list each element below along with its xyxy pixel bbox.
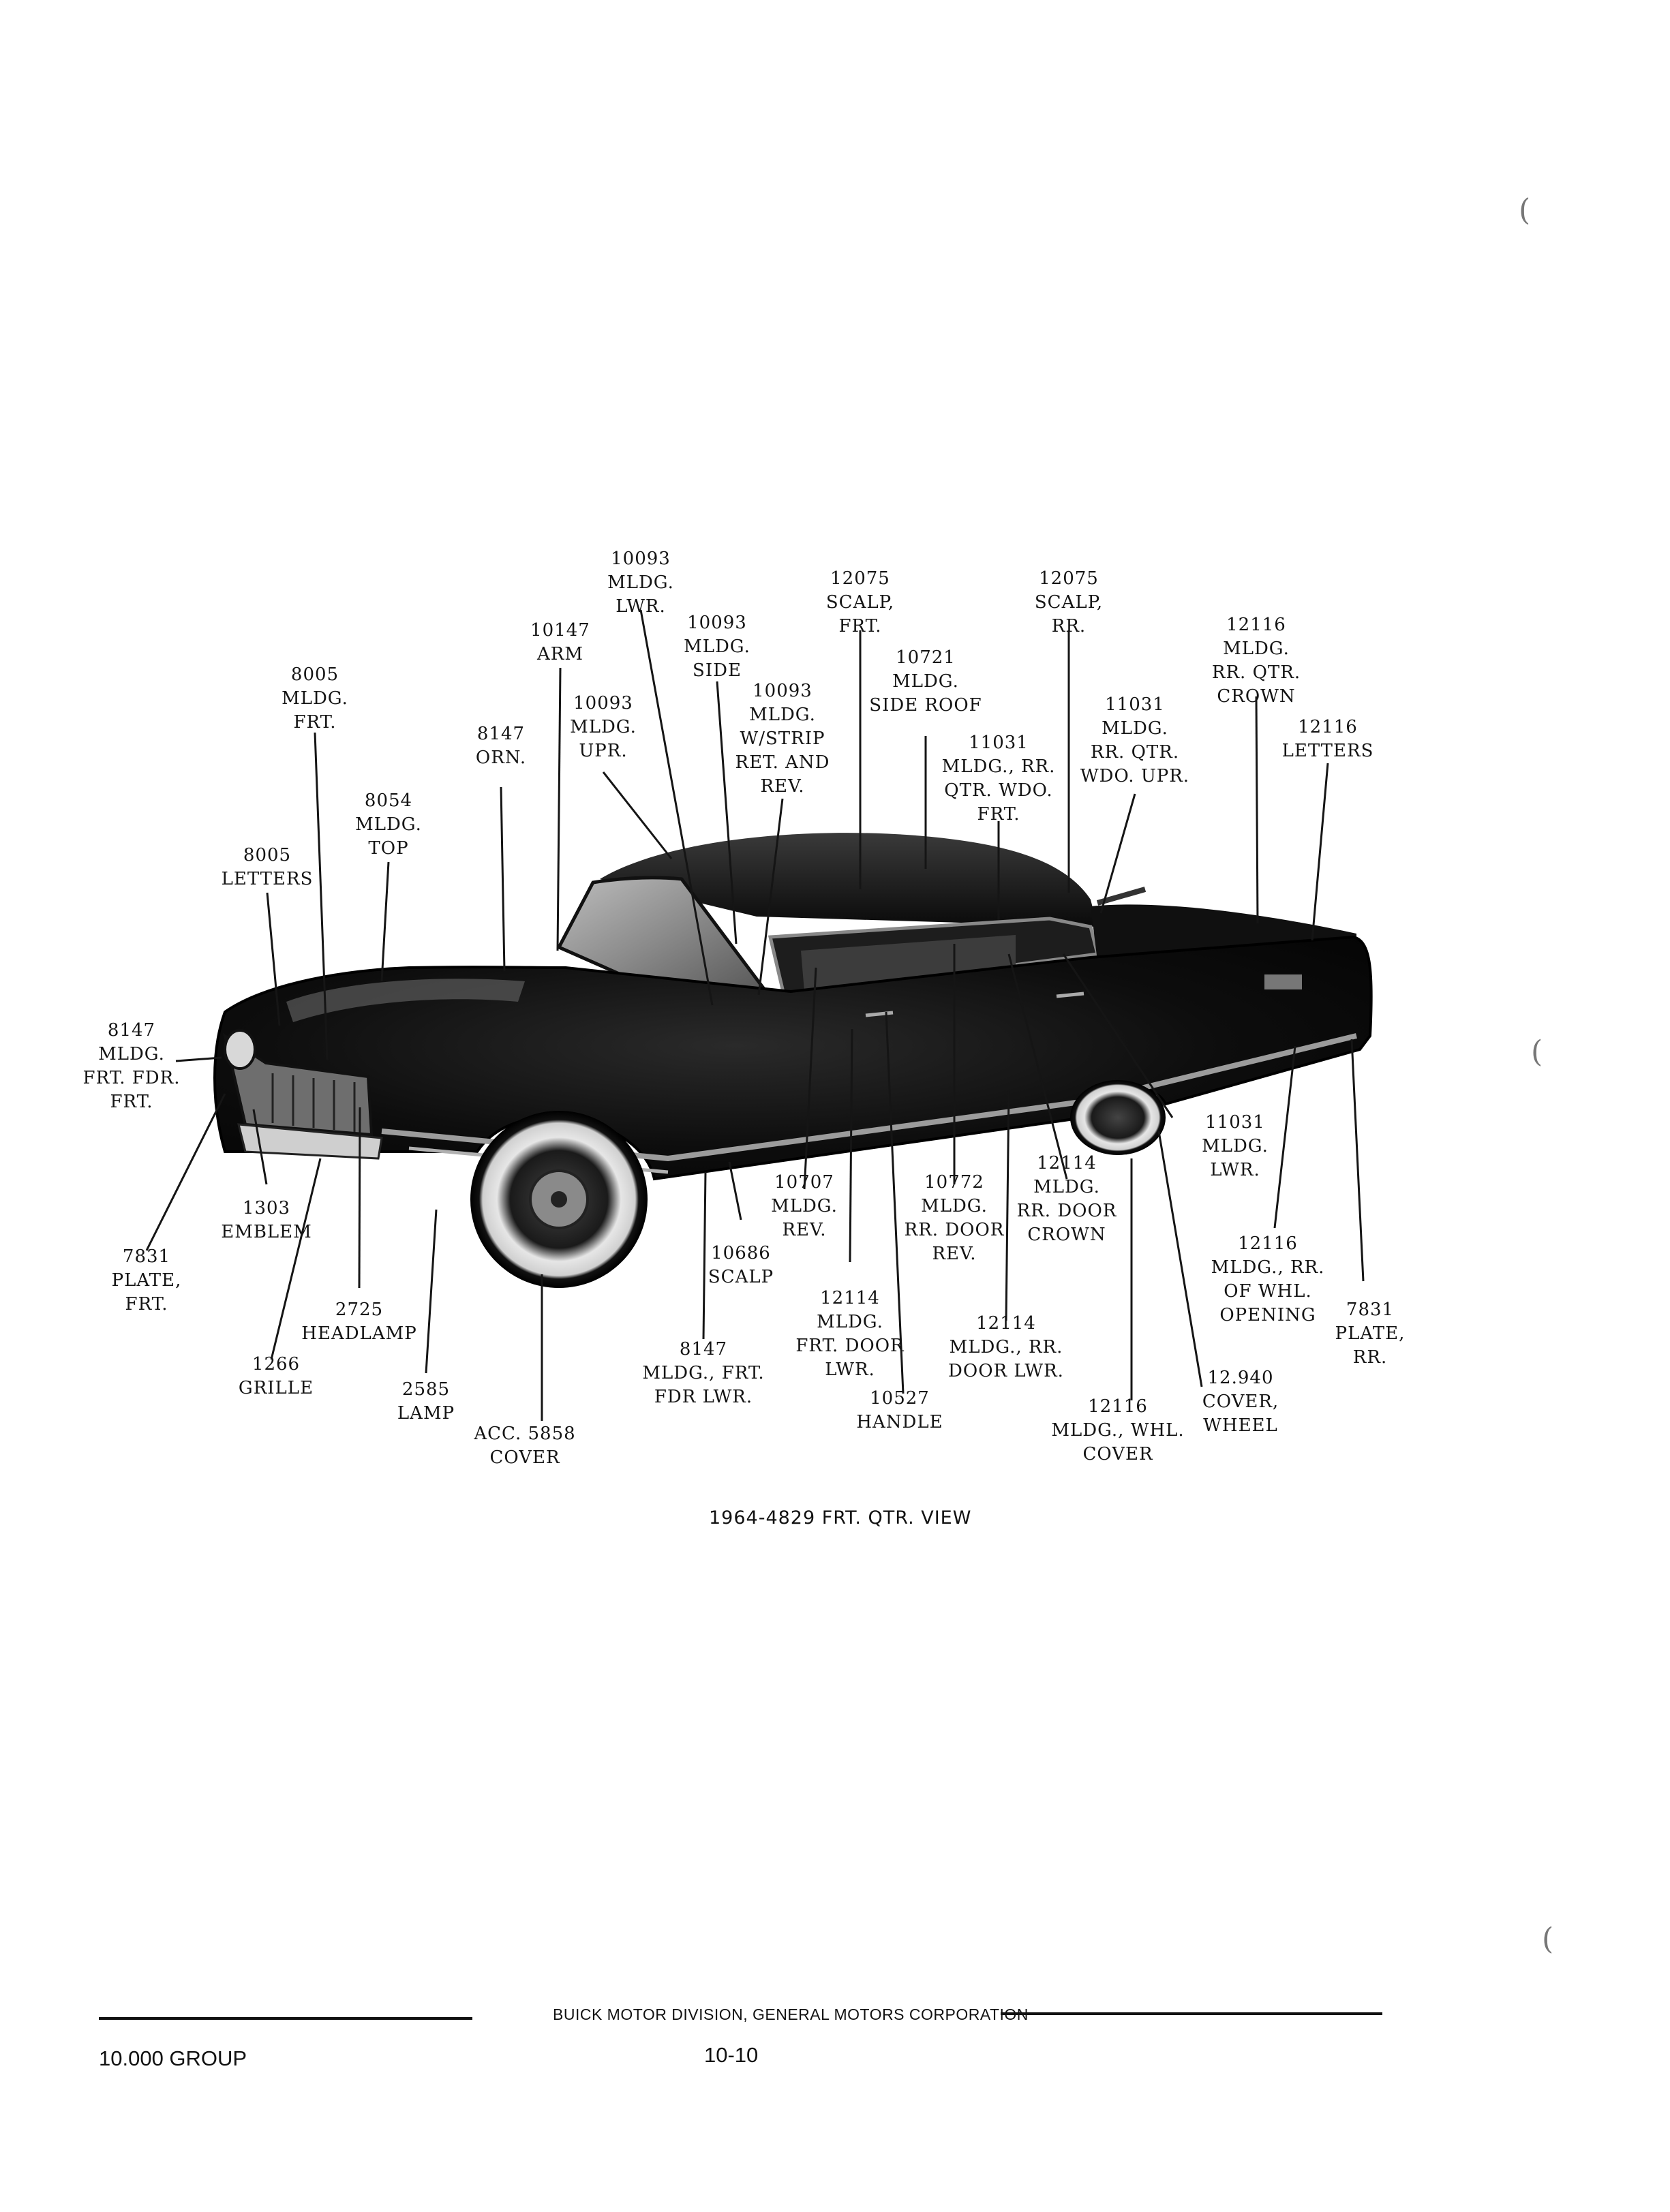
footer-corporation: BUICK MOTOR DIVISION, GENERAL MOTORS COR… (553, 2006, 1029, 2023)
car-rear-wheel (1070, 1080, 1166, 1155)
car-bumper (237, 1123, 383, 1160)
page-number: 10-10 (704, 2043, 759, 2067)
car-roof (600, 833, 1097, 927)
figure-caption: 1964-4829 FRT. QTR. VIEW (709, 1507, 972, 1529)
car-headlamp (224, 1029, 256, 1070)
footer-rule-left (99, 2017, 472, 2020)
margin-mark: ( (1519, 193, 1531, 228)
group-label: 10.000 GROUP (99, 2046, 247, 2070)
margin-mark: ( (1542, 1922, 1554, 1956)
margin-mark: ( (1531, 1034, 1543, 1069)
leader-lines (145, 609, 1365, 1421)
footer-rule-right (1001, 2012, 1382, 2015)
